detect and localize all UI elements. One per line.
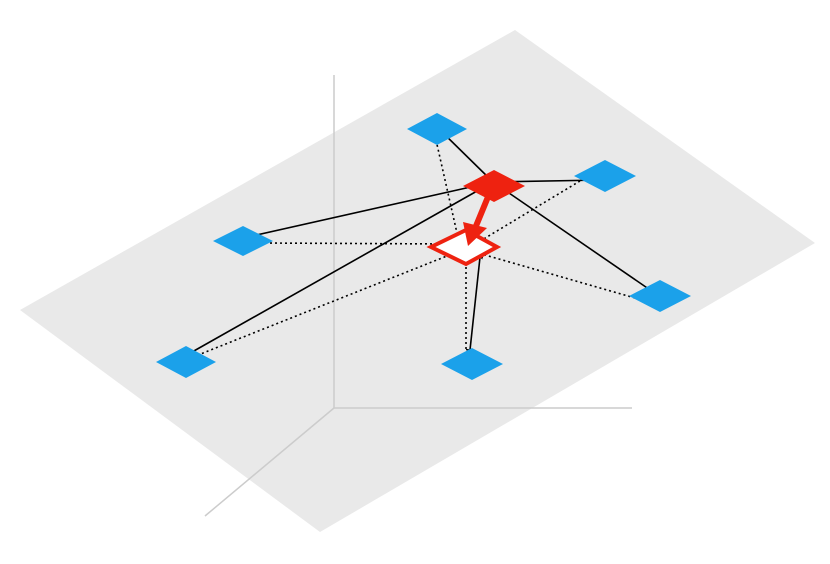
node-right-upper	[574, 160, 636, 192]
hub-red-diamond	[463, 170, 525, 202]
axis-diagonal	[204, 407, 335, 517]
ground-plane	[20, 30, 815, 532]
dotted-link-left-lower	[187, 247, 466, 360]
target-red-outline	[426, 227, 502, 267]
node-top	[407, 113, 467, 145]
dotted-link-right-lower	[474, 249, 636, 299]
hub-arrow-head	[463, 222, 487, 246]
solid-link-right-lower	[492, 181, 659, 298]
solid-link-left-lower	[182, 181, 494, 360]
solid-links	[182, 124, 659, 360]
dotted-link-left	[254, 238, 459, 249]
solid-link-bottom	[465, 247, 482, 352]
node-left	[213, 226, 273, 256]
node-left-lower	[156, 346, 216, 378]
hub-to-target-arrow	[463, 190, 493, 246]
dotted-link-right-upper	[468, 180, 581, 249]
node-right-lower	[629, 280, 691, 312]
hub-arrow-shaft	[473, 190, 493, 228]
node-bottom	[441, 348, 503, 380]
solid-link-left	[241, 181, 494, 243]
dotted-links	[187, 139, 636, 360]
nodes	[156, 113, 691, 380]
axes	[204, 75, 632, 517]
